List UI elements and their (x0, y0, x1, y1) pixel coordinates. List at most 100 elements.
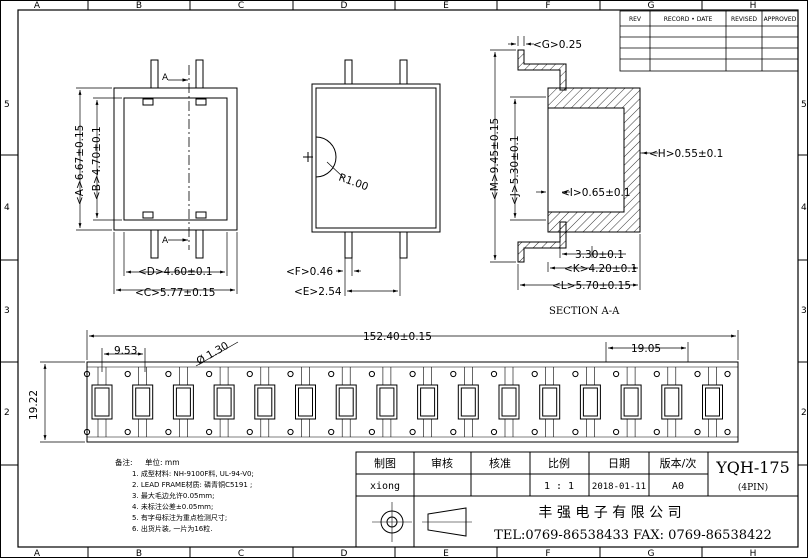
sprocket-hole (572, 428, 579, 436)
strip-unit-inner (94, 387, 110, 417)
strip-unit-inner (623, 387, 639, 417)
drawn-label: 制图 (374, 457, 396, 470)
notes-title: 备注: (115, 457, 133, 467)
strip-unit-inner (705, 387, 720, 417)
section-view-dims (490, 36, 658, 290)
approve-label: 核准 (489, 456, 511, 470)
date-value: 2018-01-11 (592, 482, 646, 492)
note-line: 1. 成型材料: NH-9100F料, UL-94-V0; (132, 469, 254, 478)
strip-unit (213, 384, 235, 420)
row-label-right: 4 (801, 203, 807, 213)
col-label-bottom: A (34, 549, 41, 558)
sprocket-hole (694, 370, 701, 378)
dim-k-label: <K>4.20±0.1 (564, 263, 637, 275)
sprocket-hole (724, 428, 731, 436)
side-view (303, 59, 441, 259)
strip-unit-inner (298, 387, 313, 417)
sprocket-hole (653, 370, 660, 378)
dim-b-label: <B>4.70±0.1 (91, 126, 103, 200)
dim-330-label: 3.30±0.1 (575, 249, 624, 261)
record-date-header: RECORD • DATE (664, 16, 713, 23)
revision-table (619, 10, 799, 72)
sprocket-hole (572, 370, 579, 378)
section-view (517, 49, 641, 263)
strip-unit (417, 384, 439, 420)
top-view (113, 59, 238, 259)
col-label-top: D (341, 1, 348, 11)
col-label-top: G (648, 1, 655, 11)
section-mark-bottom: A (162, 236, 169, 246)
pin-count: (4PIN) (738, 482, 768, 493)
dim-a-label: <A>6.67±0.15 (74, 125, 86, 205)
sprocket-hole (450, 370, 457, 378)
title-block (355, 451, 799, 548)
strip-unit (132, 384, 154, 420)
col-label-bottom: F (545, 549, 550, 558)
dim-j-label: <J>5.30±0.1 (509, 135, 521, 205)
sprocket-hole (531, 370, 538, 378)
strip-unit-inner (542, 387, 558, 417)
strip-unit (498, 384, 520, 420)
sprocket-hole (165, 370, 172, 378)
dim-e-label: <E>2.54 (294, 286, 342, 298)
sprocket-hole (165, 428, 172, 436)
col-label-bottom: H (750, 549, 757, 558)
row-label-left: 4 (4, 203, 10, 213)
sprocket-hole (206, 370, 213, 378)
top-view-dims (76, 87, 238, 294)
sprocket-hole (653, 428, 660, 436)
strip-unit (254, 384, 276, 420)
section-caption: SECTION A-A (549, 306, 620, 317)
sprocket-hole (246, 428, 253, 436)
notes-unit: 单位: mm (145, 457, 180, 467)
strip-unit-inner (257, 387, 273, 417)
sprocket-hole (531, 428, 538, 436)
rev-header: REV (629, 16, 642, 23)
sprocket-hole (206, 428, 213, 436)
dim-d-label: <D>4.60±0.1 (138, 266, 213, 278)
grid-row-labels: 5 4 3 2 5 4 3 2 (0, 100, 808, 466)
side-view-dims (336, 258, 401, 296)
part-number: YQH-175 (715, 458, 790, 477)
dim-c-label: <C>5.77±0.15 (135, 287, 215, 299)
sprocket-hole (694, 428, 701, 436)
col-label-top: F (545, 1, 550, 11)
sprocket-hole (83, 428, 91, 436)
strip-unit (457, 384, 479, 420)
scale-label: 比例 (548, 456, 570, 470)
strip-unit-inner (175, 387, 191, 417)
strip-unit (335, 384, 357, 420)
dim-g-label: <G>0.25 (533, 39, 582, 51)
sprocket-hole (613, 370, 620, 378)
sprocket-hole (368, 428, 375, 436)
strip-unit (620, 384, 642, 420)
col-label-top: C (238, 1, 244, 11)
strip-dims (40, 330, 739, 443)
row-label-left: 3 (4, 306, 10, 316)
strip-pitch-label: 9.53 (114, 345, 137, 357)
section-mark-top: A (162, 73, 169, 83)
sprocket-hole (613, 428, 620, 436)
strip-unit (172, 384, 194, 420)
company-contact: TEL:0769-86538433 FAX: 0769-86538422 (494, 528, 772, 543)
col-label-bottom: E (443, 549, 449, 558)
strip-unit-inner (664, 387, 680, 417)
sprocket-hole (287, 428, 294, 436)
col-label-top: A (34, 1, 41, 11)
date-label: 日期 (608, 457, 630, 470)
sprocket-hole (124, 428, 131, 436)
scale-value: 1 : 1 (544, 481, 574, 492)
col-label-bottom: B (136, 549, 142, 558)
note-line: 4. 未标注公差±0.05mm; (132, 502, 213, 511)
row-label-right: 5 (801, 100, 807, 110)
sprocket-hole (83, 370, 91, 378)
dim-l-label: <L>5.70±0.15 (552, 280, 631, 292)
strip-unit-inner (582, 387, 598, 417)
dim-h-label: <H>0.55±0.1 (649, 148, 723, 160)
sprocket-hole (246, 370, 253, 378)
row-label-left: 5 (4, 100, 10, 110)
dim-f-label: <F>0.46 (286, 266, 333, 278)
dim-m-label: <M>9.45±0.15 (489, 118, 501, 200)
drawn-by-value: xiong (370, 481, 400, 492)
